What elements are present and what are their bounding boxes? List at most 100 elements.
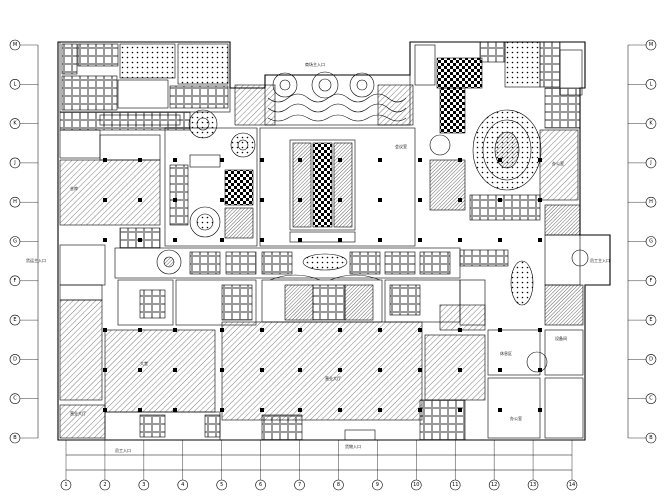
row-axis-bubble-right-label: K xyxy=(649,121,653,127)
structural-column xyxy=(103,408,107,412)
row-axis-bubble-left: B xyxy=(9,432,21,444)
structural-column xyxy=(378,238,382,242)
structural-column xyxy=(173,408,177,412)
structural-column xyxy=(260,198,264,202)
structural-column xyxy=(103,158,107,162)
label-hall-center: 营业大厅 xyxy=(325,375,341,381)
label-room-east: 办公室 xyxy=(552,160,564,166)
row-axis-bubble-right-label: B xyxy=(649,435,653,441)
structural-column xyxy=(418,158,422,162)
column-axis-bubble: 12 xyxy=(488,479,500,491)
structural-column xyxy=(418,368,422,372)
structural-column xyxy=(378,198,382,202)
column-axis-bubble-label: 11 xyxy=(452,482,458,488)
row-axis-bubble-right: M xyxy=(645,39,657,51)
column-axis-bubble-label: 8 xyxy=(337,482,340,488)
central-atrium xyxy=(259,127,416,247)
row-axis-bubble-right: K xyxy=(645,118,657,129)
row-axis-bubble-left: D xyxy=(9,354,21,365)
column-axis-bubble-label: 9 xyxy=(376,482,379,488)
row-axis-bubble-left-label: J xyxy=(13,160,15,166)
middle-band xyxy=(114,247,534,306)
row-axis-bubble-right: G xyxy=(645,236,657,247)
label-hall-right: 营业大厅 xyxy=(70,410,86,416)
label-top-entrance: 商场主入口 xyxy=(305,61,325,67)
structural-column xyxy=(418,238,422,242)
row-axis-bubble-right-label: C xyxy=(649,396,653,402)
row-axis-bubble-right: H xyxy=(645,196,657,208)
row-axis-bubble-right: C xyxy=(645,393,657,405)
structural-column xyxy=(260,368,264,372)
structural-column xyxy=(138,328,142,332)
column-axis-bubble: 8 xyxy=(333,479,344,491)
structural-column xyxy=(298,368,302,372)
column-axis-bubble-label: 7 xyxy=(298,482,301,488)
row-axis-bubble-left: E xyxy=(9,314,21,326)
structural-column xyxy=(298,408,302,412)
column-axis-bubble: 14 xyxy=(566,479,578,491)
structural-column xyxy=(498,328,502,332)
structural-column xyxy=(173,238,177,242)
structural-column xyxy=(338,198,342,202)
structural-column xyxy=(220,368,224,372)
row-axis-bubble-left-label: C xyxy=(13,396,17,402)
column-axis-bubble: 9 xyxy=(372,479,383,491)
row-axis-bubble-left: M xyxy=(9,39,21,51)
structural-column xyxy=(138,368,142,372)
structural-columns xyxy=(103,158,542,412)
row-axis-bubble-left-label: E xyxy=(13,317,16,323)
structural-column xyxy=(173,328,177,332)
label-west-entrance: 货运主入口 xyxy=(26,257,46,263)
structural-column xyxy=(338,368,342,372)
row-axis-bubble-left-label: G xyxy=(13,239,17,245)
structural-column xyxy=(498,198,502,202)
row-axis-bubble-left: H xyxy=(9,196,21,208)
column-axis-bubble-label: 10 xyxy=(413,482,419,488)
structural-column xyxy=(138,198,142,202)
row-axis-bubble-right-label: E xyxy=(649,317,652,323)
column-axis-bubble-label: 3 xyxy=(142,482,145,488)
structural-column xyxy=(138,158,142,162)
row-axis-bubble-right: L xyxy=(645,79,657,90)
structural-column xyxy=(338,238,342,242)
structural-column xyxy=(498,408,502,412)
structural-column xyxy=(538,238,542,242)
column-axis-bubble-label: 13 xyxy=(530,482,536,488)
structural-column xyxy=(260,328,264,332)
column-axis-bubble-label: 1 xyxy=(64,482,67,488)
structural-column xyxy=(498,368,502,372)
structural-column xyxy=(173,368,177,372)
column-axis-bubble: 10 xyxy=(411,479,422,491)
label-room-top-right: 会议室 xyxy=(395,143,407,149)
structural-column xyxy=(338,328,342,332)
structural-column xyxy=(338,408,342,412)
structural-column xyxy=(173,198,177,202)
structural-column xyxy=(260,238,264,242)
left-row-axis: M L K J H G F E D C B xyxy=(9,39,38,444)
column-axis-bubble-label: 14 xyxy=(569,482,575,488)
structural-column xyxy=(220,198,224,202)
row-axis-bubble-right: E xyxy=(645,314,657,326)
row-axis-bubble-left-label: D xyxy=(13,356,17,362)
structural-column xyxy=(220,238,224,242)
structural-column xyxy=(103,328,107,332)
column-axis-bubble-label: 5 xyxy=(220,482,223,488)
structural-column xyxy=(103,368,107,372)
row-axis-bubble-left-label: L xyxy=(14,81,17,87)
label-room-east2: 设备间 xyxy=(555,335,567,341)
structural-column xyxy=(458,408,462,412)
row-axis-bubble-right: D xyxy=(645,354,657,365)
row-axis-bubble-left-label: F xyxy=(14,278,17,284)
structural-column xyxy=(458,158,462,162)
structural-column xyxy=(173,158,177,162)
structural-column xyxy=(138,408,142,412)
row-axis-bubble-left: K xyxy=(9,118,21,129)
row-axis-bubble-right-label: D xyxy=(649,356,653,362)
structural-column xyxy=(220,328,224,332)
column-axis-bubble-label: 4 xyxy=(181,482,184,488)
label-room-west: 仓库 xyxy=(70,185,78,191)
row-axis-bubble-left: J xyxy=(9,157,21,169)
